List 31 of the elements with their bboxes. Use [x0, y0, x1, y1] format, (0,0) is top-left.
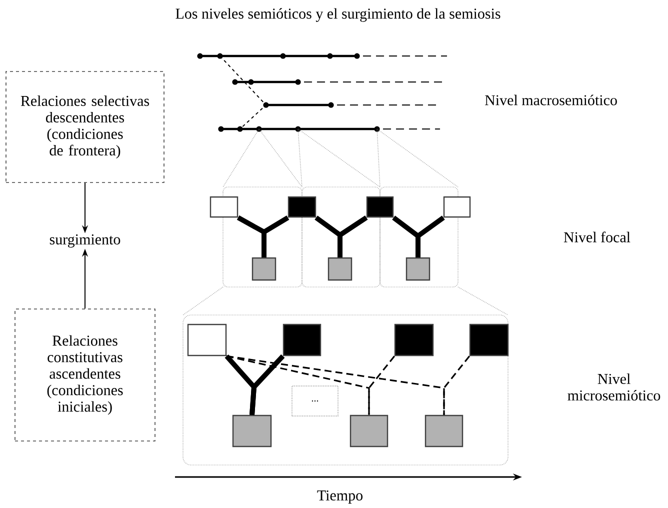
connector: [226, 355, 370, 415]
condition-box: Relaciones constitutivas ascendentes (condiciones iniciales): [14, 308, 156, 442]
level-label: Nivel macrosemiótico: [485, 94, 617, 106]
square: [366, 196, 394, 218]
square: [469, 324, 509, 356]
connector: [250, 354, 285, 416]
ellipsis-box: ...: [292, 386, 338, 416]
axis-label: Tiempo: [317, 490, 363, 504]
square: [210, 196, 238, 218]
square: [282, 324, 322, 356]
connector: [338, 216, 368, 258]
condition-box: Relaciones selectivas descendentes (condiciones de frontera): [6, 71, 164, 183]
level-label: Nivel focal: [564, 232, 630, 242]
square: [443, 196, 471, 218]
connector: [443, 356, 470, 415]
square: [252, 257, 276, 281]
connector: [262, 215, 290, 258]
connector: [226, 355, 445, 415]
square: [288, 196, 316, 218]
square: [406, 257, 430, 281]
title: Los niveles semióticos y el surgimiento de la semiosis: [176, 8, 500, 22]
connector: [416, 216, 445, 258]
square: [328, 257, 352, 281]
square: [187, 324, 227, 356]
emergence-label: surgimiento: [50, 234, 120, 248]
square: [424, 414, 464, 448]
square: [350, 414, 388, 448]
connector: [368, 356, 396, 415]
square: [232, 414, 272, 448]
level-label: Nivel microsemiótico: [568, 373, 660, 401]
square: [394, 324, 434, 356]
